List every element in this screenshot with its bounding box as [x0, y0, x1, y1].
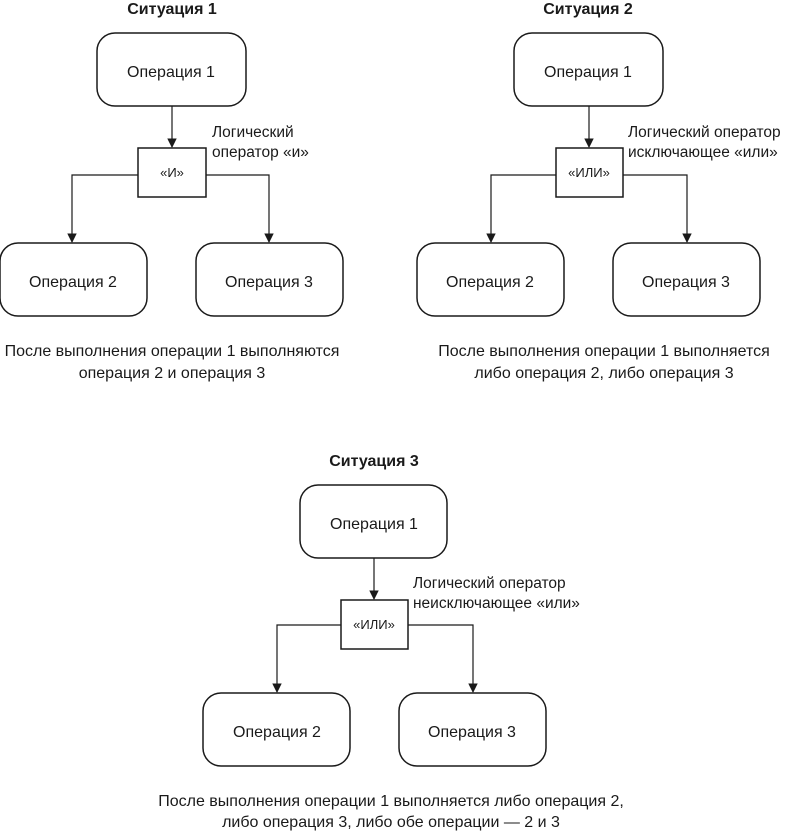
operation-3-box: [195, 242, 344, 317]
situation-3: Ситуация 3 Операция 1 «ИЛИ» Логический о…: [158, 453, 624, 831]
xor-gate: [555, 147, 624, 198]
gate-note-line-1: Логический: [212, 124, 294, 141]
arrow-to-operation-3: [623, 174, 692, 243]
or-gate: [340, 599, 409, 650]
gate-note-line-2: оператор «и»: [212, 144, 309, 161]
caption-line-1: После выполнения операции 1 выполняется: [438, 343, 770, 360]
arrow-to-operation-3: [206, 174, 274, 243]
operation-1-label: Операция 1: [544, 64, 632, 81]
operation-2-box: [416, 242, 565, 317]
caption-line-1: После выполнения операции 1 выполняется …: [158, 793, 624, 810]
operation-2-box: [202, 692, 351, 767]
and-gate-label: «И»: [160, 165, 184, 180]
operation-1-label: Операция 1: [127, 64, 215, 81]
xor-gate-label: «ИЛИ»: [568, 165, 610, 180]
operation-3-box: [612, 242, 761, 317]
arrow-to-operation-2: [67, 174, 138, 243]
gate-note-line-1: Логический оператор: [413, 575, 566, 592]
operation-2-label: Операция 2: [446, 274, 534, 291]
situation-2: Ситуация 2 Операция 1 «ИЛИ» Логический о…: [416, 1, 781, 382]
gate-note-line-2: неисключающее «или»: [413, 595, 580, 612]
operation-3-box: [398, 692, 547, 767]
operation-3-label: Операция 3: [225, 274, 313, 291]
arrow-to-operation-2: [272, 624, 341, 693]
caption-line-1: После выполнения операции 1 выполняются: [5, 343, 340, 360]
operation-1-label: Операция 1: [330, 516, 418, 533]
or-gate-label: «ИЛИ»: [353, 617, 395, 632]
situation-1-title: Ситуация 1: [127, 1, 217, 18]
situation-2-title: Ситуация 2: [543, 1, 633, 18]
arrow-to-operation-2: [486, 174, 556, 243]
caption-line-2: операция 2 и операция 3: [79, 365, 266, 382]
and-gate: [137, 147, 207, 198]
operation-2-label: Операция 2: [233, 724, 321, 741]
situation-3-title: Ситуация 3: [329, 453, 419, 470]
situation-1: Ситуация 1 Операция 1 «И» Логический опе…: [0, 1, 344, 382]
operation-2-box: [0, 242, 148, 317]
arrow-to-operation-3: [408, 624, 478, 693]
gate-note-line-1: Логический оператор: [628, 124, 781, 141]
caption-line-2: либо операция 3, либо обе операции — 2 и…: [222, 814, 560, 831]
operation-3-label: Операция 3: [642, 274, 730, 291]
gate-note-line-2: исключающее «или»: [628, 144, 778, 161]
caption-line-2: либо операция 2, либо операция 3: [474, 365, 733, 382]
operation-2-label: Операция 2: [29, 274, 117, 291]
operation-3-label: Операция 3: [428, 724, 516, 741]
